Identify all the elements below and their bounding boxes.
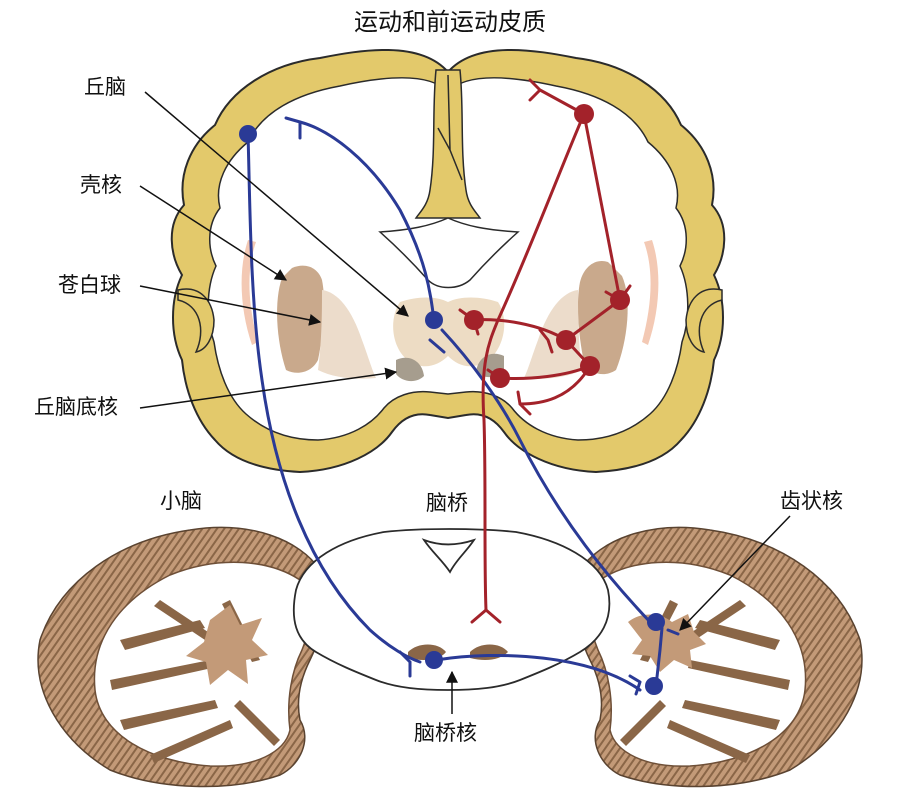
cerebrum-coronal-section (170, 48, 726, 474)
subthalamic-pointer (139, 367, 398, 409)
label-globus-pallidus: 苍白球 (58, 273, 121, 297)
label-subthalamic-nucleus: 丘脑底核 (34, 395, 118, 419)
cerebellar-center-left (186, 605, 268, 685)
cerebellum (37, 526, 863, 788)
putamen-right (577, 260, 628, 375)
pons-outline (292, 528, 611, 691)
putamen-pointer (139, 185, 288, 281)
pons (292, 528, 611, 691)
red-neurons (464, 104, 630, 388)
label-pointers (139, 91, 791, 714)
label-pons: 脑桥 (426, 491, 468, 515)
label-putamen: 壳核 (80, 173, 122, 197)
putamen-left (277, 265, 325, 373)
subthalamic-nucleus-left (396, 357, 424, 382)
globus-pallidus-left (318, 290, 376, 379)
diagram-title: 运动和前运动皮质 (354, 8, 546, 36)
lateral-ventricle (378, 217, 520, 289)
blue-pathway (246, 116, 680, 696)
globus-pallidus-pointer (139, 285, 322, 326)
fourth-ventricle (421, 538, 477, 574)
longitudinal-fissure (414, 69, 482, 219)
lateral-sulcus-left (177, 288, 215, 354)
dentate-pointer (679, 515, 791, 631)
internal-capsule-right (642, 240, 659, 345)
thalamus-pointer (144, 91, 409, 317)
label-thalamus: 丘脑 (84, 75, 126, 99)
label-dentate-nucleus: 齿状核 (780, 489, 843, 513)
lateral-sulcus-right (685, 288, 723, 354)
label-pontine-nuclei: 脑桥核 (414, 721, 477, 745)
internal-capsule-left (241, 240, 258, 345)
label-cerebellum: 小脑 (160, 489, 202, 513)
blue-neurons (239, 125, 665, 695)
